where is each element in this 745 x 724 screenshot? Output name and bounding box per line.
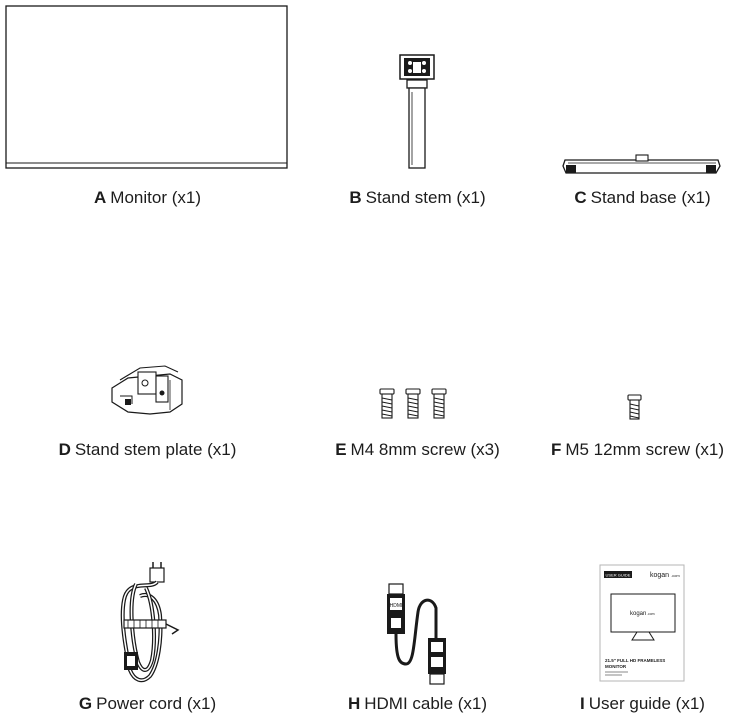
user-guide-brand-suffix: .com bbox=[671, 573, 680, 578]
user-guide-title-line1: 21.5" FULL HD FRAMELESS bbox=[605, 658, 665, 663]
user-guide-brand: kogan bbox=[650, 572, 669, 579]
user-guide-screen-brand: kogan bbox=[630, 611, 646, 617]
user-guide-screen-suffix: .com bbox=[647, 612, 655, 616]
user-guide-tag: USER GUIDE bbox=[606, 573, 631, 578]
hdmi-label-top: HDMI bbox=[390, 603, 403, 609]
user-guide-title-line2: MONITOR bbox=[605, 664, 627, 669]
